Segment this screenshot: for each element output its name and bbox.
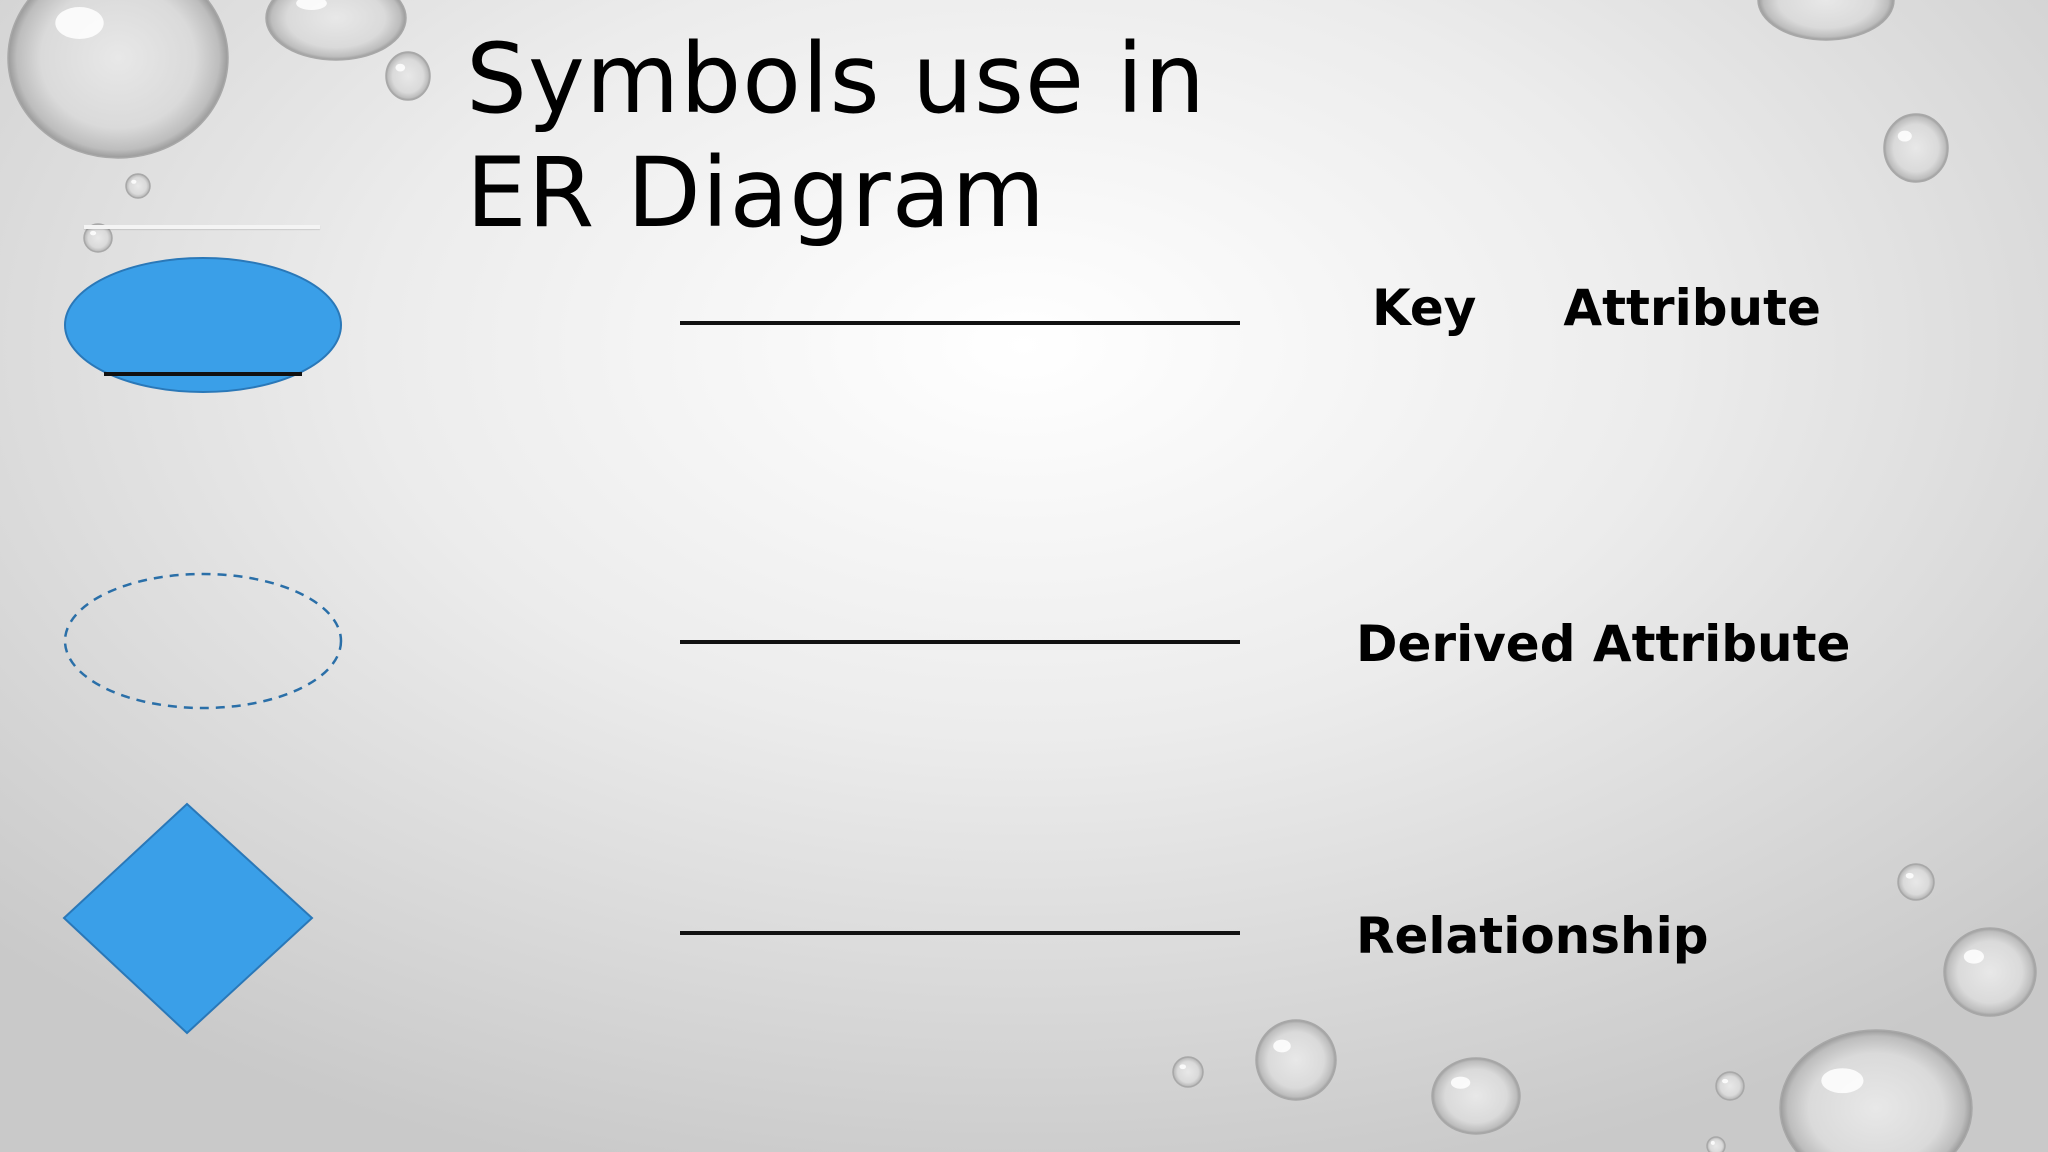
water-drop (125, 173, 151, 199)
water-drop-highlight (55, 7, 104, 39)
water-drop-highlight (395, 63, 406, 72)
derived-attribute-symbol (63, 572, 343, 710)
water-drop (1715, 1071, 1745, 1101)
relationship-symbol (62, 802, 314, 1035)
water-drop-highlight (1710, 1140, 1715, 1145)
water-drop (385, 51, 431, 101)
water-drop (1943, 927, 2037, 1017)
water-drop-highlight (1963, 949, 1985, 964)
connector-line-derived (680, 640, 1240, 644)
water-drop-highlight (1273, 1039, 1291, 1053)
water-drop-highlight (1905, 872, 1914, 879)
key-attribute-symbol (64, 257, 342, 393)
relationship-diamond (62, 802, 314, 1035)
key-attribute-label: Key Attribute (1372, 279, 1821, 337)
relationship-label: Relationship (1356, 907, 1709, 965)
water-drop-highlight (131, 179, 137, 184)
water-drop-highlight (90, 230, 97, 236)
water-drop-highlight (296, 0, 327, 11)
derived-attribute-dashed-ellipse (63, 572, 343, 710)
key-attribute-ellipse (64, 257, 342, 393)
water-drop (1883, 113, 1949, 183)
water-drop (1779, 1029, 1973, 1152)
slide-title: Symbols use in ER Diagram (466, 23, 1207, 249)
connector-line-relationship (680, 931, 1240, 935)
water-drop (1431, 1057, 1521, 1135)
water-drop (1706, 1136, 1726, 1152)
water-drop-highlight (1722, 1078, 1729, 1084)
water-drop (7, 0, 229, 159)
water-drop-highlight (1897, 130, 1912, 142)
water-drop-highlight (1450, 1076, 1471, 1089)
water-drop (265, 0, 407, 61)
water-drop-highlight (1179, 1064, 1187, 1070)
water-drop-highlight (1821, 1068, 1864, 1094)
water-drop (1172, 1056, 1204, 1088)
water-drop (1897, 863, 1935, 901)
water-drop (1757, 0, 1895, 41)
water-drop (1255, 1019, 1337, 1101)
title-rule (84, 225, 320, 229)
derived-attribute-label: Derived Attribute (1356, 615, 1851, 673)
connector-line-key (680, 321, 1240, 325)
